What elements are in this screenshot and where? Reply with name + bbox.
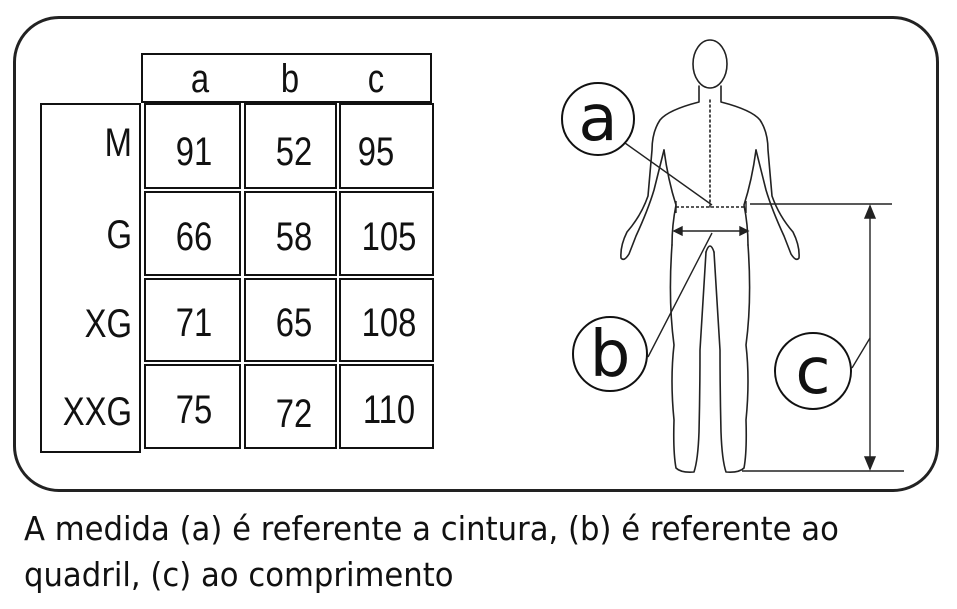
value-xg-c: 108 bbox=[361, 300, 417, 345]
table-cell bbox=[144, 278, 241, 362]
value-g-c: 105 bbox=[361, 214, 417, 259]
size-label-xxg: XXG bbox=[62, 389, 132, 434]
size-label-m: M bbox=[104, 120, 132, 165]
body-silhouette bbox=[620, 39, 800, 473]
measurement-caption: A medida (a) é referente a cintura, (b) … bbox=[24, 506, 880, 598]
table-cell bbox=[244, 278, 337, 362]
table-cell bbox=[144, 364, 241, 449]
table-header-box bbox=[141, 53, 432, 103]
table-cell bbox=[244, 103, 337, 189]
table-cell bbox=[144, 191, 241, 276]
table-cell bbox=[339, 278, 434, 362]
hip-measure bbox=[647, 225, 750, 358]
column-header-c: c bbox=[367, 56, 385, 101]
size-column-box bbox=[40, 103, 141, 453]
column-header-b: b bbox=[280, 56, 300, 101]
table-cell bbox=[244, 364, 337, 449]
table-cell bbox=[339, 103, 434, 189]
table-cell bbox=[339, 191, 434, 276]
value-m-b: 52 bbox=[275, 129, 313, 174]
caption-line-1: A medida (a) é referente a cintura, (b) … bbox=[24, 509, 839, 548]
value-m-a: 91 bbox=[175, 129, 213, 174]
callout-a: a bbox=[561, 82, 635, 156]
table-cell bbox=[244, 191, 337, 276]
value-xg-a: 71 bbox=[175, 300, 213, 345]
length-measure bbox=[742, 203, 904, 472]
callout-label-a: a bbox=[578, 82, 617, 156]
column-header-a: a bbox=[190, 56, 210, 101]
callout-label-b: b bbox=[590, 318, 631, 392]
waist-measure bbox=[624, 142, 747, 213]
size-label-g: G bbox=[106, 212, 132, 257]
value-g-a: 66 bbox=[175, 214, 213, 259]
value-xxg-b: 72 bbox=[275, 391, 313, 436]
callout-b: b bbox=[572, 316, 648, 392]
value-xg-b: 65 bbox=[275, 300, 313, 345]
value-xxg-c: 110 bbox=[362, 387, 416, 432]
table-cell bbox=[144, 103, 241, 189]
chart-frame bbox=[13, 16, 939, 492]
table-cell bbox=[339, 364, 434, 449]
value-xxg-a: 75 bbox=[175, 387, 213, 432]
value-m-c: 95 bbox=[357, 129, 395, 174]
callout-label-c: c bbox=[795, 335, 830, 409]
value-g-b: 58 bbox=[275, 214, 313, 259]
callout-c: c bbox=[774, 332, 852, 410]
size-label-xg: XG bbox=[84, 301, 132, 346]
caption-line-2: quadril, (c) ao comprimento bbox=[24, 555, 454, 594]
